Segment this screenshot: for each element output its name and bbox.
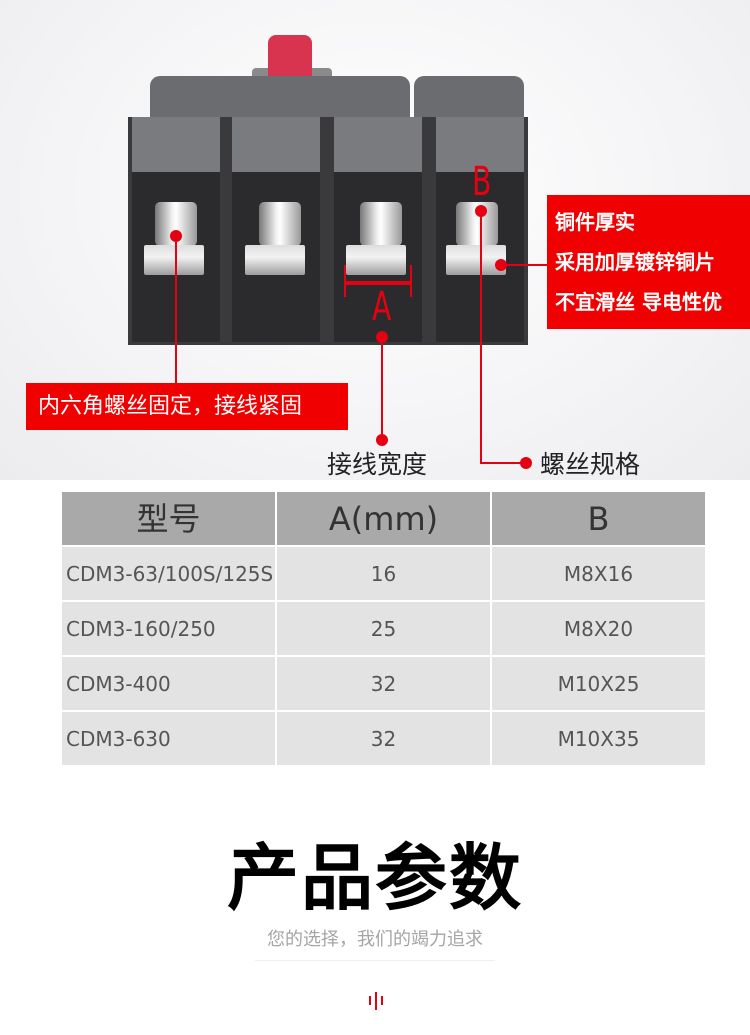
cell-b: M8X16 [492,547,705,600]
product-photo: A 接线宽度 B 螺丝规格 内六角螺丝固定，接线紧固 铜件厚实 采用加厚镀锌铜片… [0,0,750,480]
table-header-row: 型号 A(mm) B [62,492,705,545]
dimension-tick [344,265,346,297]
cell-a: 32 [277,657,490,710]
wire-width-label: 接线宽度 [327,450,428,479]
terminal-block [128,117,528,345]
cell-b: M10X35 [492,712,705,765]
copper-callout-line: 不宜滑丝 导电性优 [555,290,722,314]
callout-line [480,211,482,463]
cell-b: M8X20 [492,602,705,655]
cell-model: CDM3-63/100S/125S [62,547,275,600]
terminal-screw [360,202,402,246]
letter-a: A [372,284,392,330]
copper-plate [245,245,305,275]
copper-callout-line: 铜件厚实 [555,210,635,234]
header-b: B [492,492,705,545]
breaker-housing [150,76,410,121]
divider [255,960,495,961]
section-subtitle: 您的选择，我们的竭力追求 [267,929,483,950]
header-model: 型号 [62,492,275,545]
decorative-red-mark-icon [369,992,383,1010]
cell-model: CDM3-400 [62,657,275,710]
cell-a: 25 [277,602,490,655]
screw-spec-label: 螺丝规格 [540,450,641,479]
letter-b: B [472,159,492,205]
callout-dot [495,259,507,271]
callout-dot [376,434,388,446]
copper-callout-line: 采用加厚镀锌铜片 [555,250,715,274]
cell-model: CDM3-630 [62,712,275,765]
cell-b: M10X25 [492,657,705,710]
terminal-screw [259,202,301,246]
hex-screw-callout: 内六角螺丝固定，接线紧固 [26,383,348,430]
cell-a: 16 [277,547,490,600]
dimension-arrow [346,281,410,285]
copper-plate [346,245,406,275]
breaker-housing-side [414,76,524,121]
callout-line [480,462,526,464]
callout-dot [520,457,532,469]
callout-line [381,337,383,439]
terminal-slot [334,117,422,342]
header-a: A(mm) [277,492,490,545]
callout-line [505,264,548,266]
dimension-tick [410,265,412,297]
callout-line [175,236,177,384]
section-title: 产品参数 [226,836,523,920]
cell-a: 32 [277,712,490,765]
copper-callout: 铜件厚实 采用加厚镀锌铜片 不宜滑丝 导电性优 [547,195,750,329]
breaker-handle [268,35,312,80]
cell-model: CDM3-160/250 [62,602,275,655]
copper-plate [144,245,204,275]
